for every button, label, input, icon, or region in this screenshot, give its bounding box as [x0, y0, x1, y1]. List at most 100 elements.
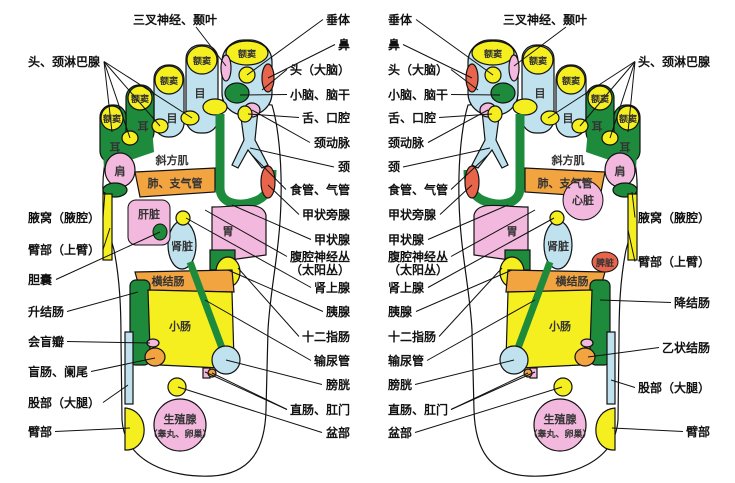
left-foot-outer-right-3-label: 小脑、脑干	[290, 87, 350, 102]
left-foot-outer-left-0-label: 头、颈淋巴腺	[28, 54, 101, 69]
right-foot-outer-right-2-label: 臂部（上臂）	[638, 254, 710, 269]
left-sinus-0-label: 额窦	[238, 48, 256, 60]
left-kidney-label: 肾脏	[171, 239, 193, 253]
left-liver-label: 肝脏	[138, 207, 160, 221]
right-foot-top-label-label: 三叉神经、颞叶	[503, 12, 587, 27]
left-ear-0-label: 耳	[138, 120, 149, 133]
left-sinus-1	[225, 40, 269, 66]
leader-line	[427, 109, 489, 143]
left-foot-outer-right-16-label: 膀胱	[325, 377, 350, 392]
right-foot	[458, 39, 641, 477]
left-sinus-4	[127, 85, 153, 111]
right-gonad	[533, 398, 587, 452]
left-sinus-2	[186, 45, 218, 75]
right-foot-outer-left-10-label: 腹腔神经丛	[388, 249, 448, 264]
leader-line	[195, 26, 227, 67]
left-foot-outer-right-15-label: 输尿管	[314, 353, 350, 368]
left-foot-outer-right-8-label: 甲状旁腺	[302, 207, 351, 222]
right-foot-outer-left-6-label: 颈	[387, 160, 400, 174]
left-gonad-sub-label: （睾丸、卵巢）	[148, 428, 211, 440]
right-ureter	[514, 260, 554, 350]
left-sinus-3-label: 额窦	[131, 93, 149, 105]
leader-line	[103, 61, 193, 119]
right-sinus-2	[522, 45, 554, 75]
left-foot-outer-right-18-label: 盆部	[325, 425, 350, 440]
leader-line	[599, 299, 672, 303]
left-foot-outer-right-0-label: 垂体	[326, 12, 351, 27]
leader-line	[627, 61, 636, 133]
left-gonad-label: 生殖腺	[164, 412, 198, 426]
left-stomach	[211, 204, 267, 261]
left-stomach-label: 胃	[223, 225, 234, 238]
left-foot-outer-right-12-label: 肾上腺	[314, 280, 351, 295]
left-foot-outer-right-4-label: 舌、口腔	[302, 110, 350, 125]
leader-line	[414, 359, 515, 385]
leader-line	[438, 267, 503, 337]
left-foot-outer-left-6-label: 盲肠、阑尾	[28, 364, 88, 379]
right-foot-outer-right-5-label: 股部（大腿）	[638, 380, 710, 395]
leader-line	[204, 209, 288, 257]
leader-line	[450, 154, 489, 190]
left-cecum	[144, 347, 166, 367]
right-transverse-colon-label: 横结肠	[556, 274, 589, 288]
leader-line	[251, 154, 287, 190]
right-foot-outer-left-1-label: 鼻	[388, 37, 400, 52]
leader-line	[231, 204, 312, 240]
leader-line	[177, 386, 323, 433]
right-foot-outer-left-15-label: 输尿管	[388, 353, 424, 368]
left-adrenal	[175, 210, 191, 226]
leader-line	[438, 113, 493, 118]
leader-line	[439, 184, 473, 215]
left-lung	[134, 167, 216, 198]
leader-line	[609, 61, 636, 139]
left-foot-outer-left-5-label: 会盲瓣	[28, 334, 64, 349]
right-sinus-0-label: 额窦	[484, 48, 502, 60]
left-gonad	[153, 398, 207, 452]
leader-line	[267, 44, 336, 79]
right-foot-outer-left-11-label: （太阳丛）	[388, 262, 448, 277]
left-foot-outer-right-14-label: 十二指肠	[302, 329, 350, 344]
right-foot-outer-left-14-label: 十二指肠	[388, 329, 436, 344]
left-lymph-1	[202, 98, 228, 116]
left-sinus-1-label: 额窦	[193, 55, 211, 67]
leader-line	[103, 61, 131, 139]
right-foot-outer-right-6-label: 臂部	[686, 424, 710, 439]
leader-line	[204, 299, 312, 361]
right-foot-outer-left-3-label: 小脑、脑干	[388, 87, 448, 102]
left-foot-top-label-label: 三叉神经、颞叶	[133, 12, 217, 27]
left-foot-outer-right-1-label: 鼻	[338, 37, 350, 52]
right-foot-outer-left-7-label: 食管、气管	[387, 182, 448, 197]
left-foot-outer-right-2-label: 头（大脑）	[290, 62, 350, 77]
leader-line	[426, 299, 536, 361]
right-pelvis	[553, 377, 573, 397]
right-sinus-2-label: 额窦	[562, 75, 580, 87]
leader-line	[185, 217, 312, 288]
left-foot-outer-right-10-label: 腹腔神经丛	[290, 249, 350, 264]
left-eye-1-label: 目	[167, 112, 178, 125]
left-parathyroid	[260, 165, 276, 199]
left-foot-outer-right-5-label: 颈动脉	[313, 135, 351, 150]
right-gonad-label: 生殖腺	[544, 412, 578, 426]
right-sinus-3-label: 额窦	[591, 93, 609, 105]
right-foot-outer-left-5-label: 颈动脉	[387, 135, 425, 150]
leader-line	[227, 269, 324, 312]
leader-line	[67, 341, 151, 344]
leader-line	[627, 229, 636, 262]
leader-line	[102, 191, 106, 218]
leader-line	[547, 61, 636, 119]
right-cerebellum	[490, 82, 516, 104]
leader-line	[66, 291, 139, 312]
right-shoulder-label: 肩	[615, 164, 626, 178]
right-sinus-4	[587, 85, 613, 111]
right-heart	[562, 179, 604, 221]
left-ureter	[186, 260, 226, 350]
left-shoulder-label: 肩	[115, 164, 126, 178]
right-foot-outer-left-2-label: 头（大脑）	[388, 62, 448, 77]
right-parathyroid	[464, 165, 480, 199]
leader-line	[414, 386, 563, 433]
right-ear-0-label: 耳	[592, 120, 603, 133]
left-cerebellum	[224, 82, 250, 104]
left-sinus-4-label: 额窦	[103, 113, 121, 125]
right-thigh	[606, 331, 616, 405]
